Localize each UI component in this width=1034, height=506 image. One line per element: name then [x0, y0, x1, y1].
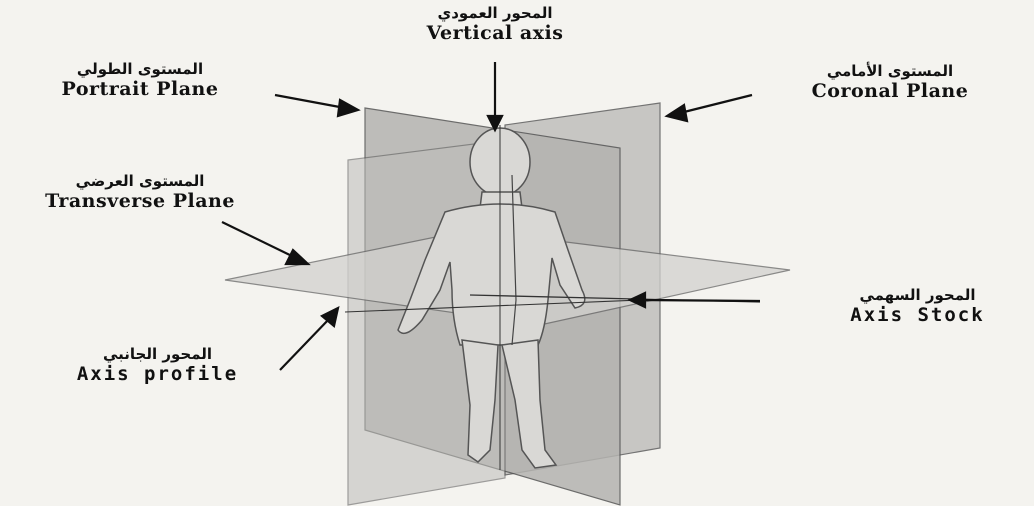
portrait-plane-label-ar: المستوى الطولي [25, 60, 255, 78]
vertical-axis-label-ar: المحور العمودي [410, 4, 580, 22]
coronal-plane-label-ar: المستوى الأمامي [770, 62, 1010, 80]
coronal-plane-label: المستوى الأمامي Coronal Plane [770, 62, 1010, 102]
coronal-plane-label-en: Coronal Plane [770, 80, 1010, 102]
axis-stock-label-ar: المحور السهمي [805, 286, 1030, 304]
axis-stock-label-en: Axis Stock [805, 304, 1030, 326]
axis-profile-label-ar: المحور الجانبي [30, 345, 285, 363]
transverse-plane-label-en: Transverse Plane [0, 190, 280, 212]
axis-profile-label-en: Axis profile [30, 363, 285, 385]
axis-stock-label: المحور السهمي Axis Stock [805, 286, 1030, 326]
vertical-axis-label: المحور العمودي Vertical axis [410, 4, 580, 44]
portrait-plane-label-en: Portrait Plane [25, 78, 255, 100]
portrait-plane-label: المستوى الطولي Portrait Plane [25, 60, 255, 100]
vertical-axis-label-en: Vertical axis [410, 22, 580, 44]
axis-profile-label: المحور الجانبي Axis profile [30, 345, 285, 385]
transverse-plane-label-ar: المستوى العرضي [0, 172, 280, 190]
transverse-plane-label: المستوى العرضي Transverse Plane [0, 172, 280, 212]
